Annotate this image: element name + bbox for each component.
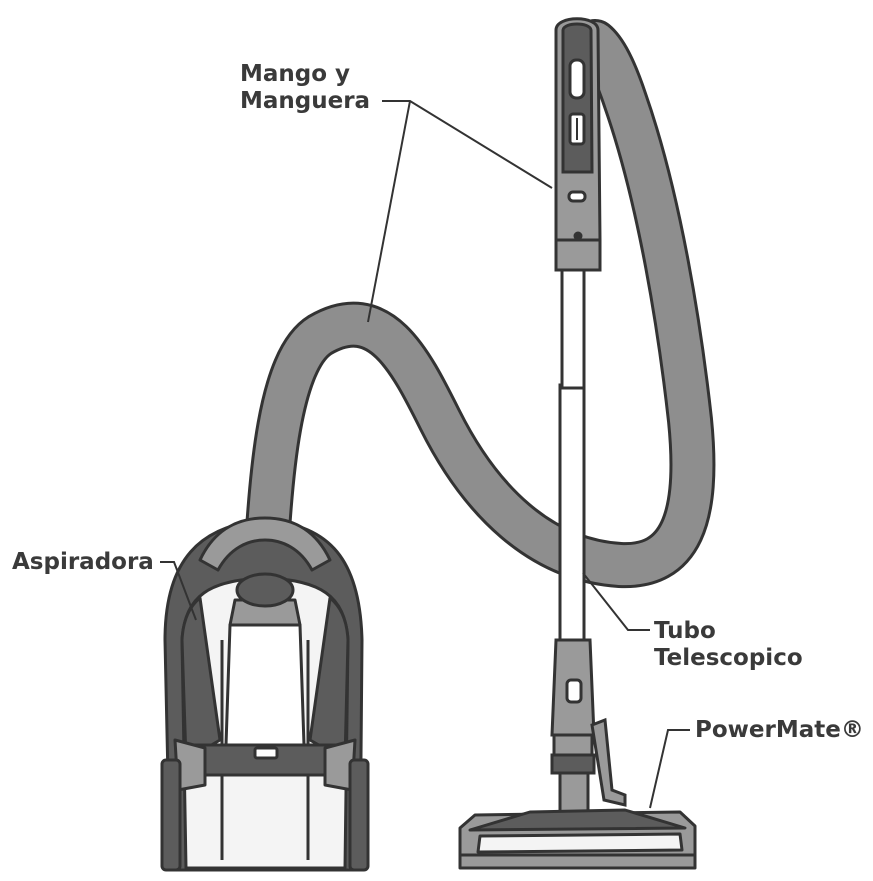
label-powermate: PowerMate® — [695, 717, 864, 744]
label-handle-hose-line2: Manguera — [240, 88, 370, 115]
powermate-nozzle — [460, 810, 695, 868]
handle — [556, 19, 600, 270]
label-handle-hose-line1: Mango y — [240, 61, 370, 88]
label-wand-line2: Telescopico — [654, 645, 803, 672]
leader-powermate — [650, 730, 690, 808]
hose — [265, 42, 692, 585]
leader-hose — [368, 101, 410, 322]
label-wand-line1: Tubo — [654, 618, 803, 645]
label-handle-hose: Mango y Manguera — [240, 61, 370, 115]
canister — [162, 518, 368, 870]
label-wand: Tubo Telescopico — [654, 618, 803, 672]
label-canister: Aspiradora — [12, 549, 154, 576]
